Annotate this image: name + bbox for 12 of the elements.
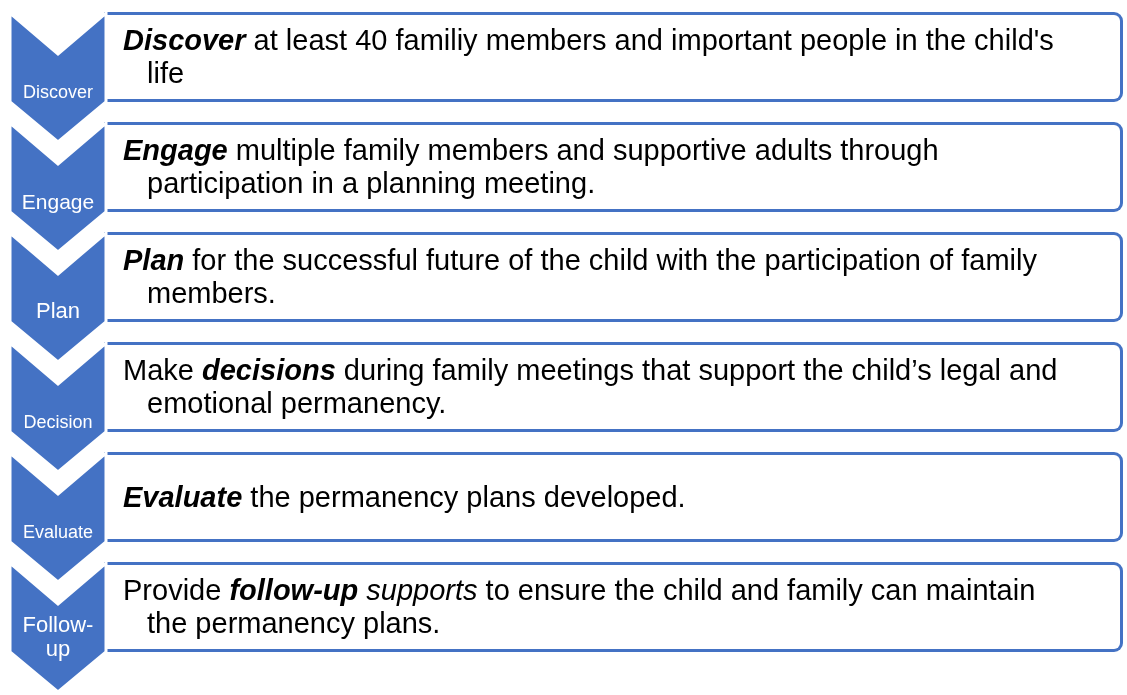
- step-label: Engage: [20, 190, 96, 214]
- step-description: Discover at least 40 familiy members and important people in the child's life: [123, 24, 1055, 90]
- step-label: Decision: [22, 413, 94, 433]
- step-description: Plan for the successful future of the child with the participation of family members.: [123, 244, 1038, 310]
- step-label: Follow-up: [21, 613, 95, 662]
- step-label: Evaluate: [21, 523, 95, 543]
- step-label: Plan: [34, 299, 81, 324]
- step-description: Evaluate the permanency plans developed.: [123, 480, 687, 514]
- step-description: Make decisions during family meetings that support the child’s legal and emotional permanency.: [123, 354, 1059, 420]
- step-label: Discover: [22, 83, 94, 103]
- step-description: Engage multiple family members and supportive adults through participation in a planning meeting.: [123, 134, 940, 200]
- step-description: Provide follow-up supports to ensure the child and family can maintain the permanency plans.: [123, 574, 1037, 640]
